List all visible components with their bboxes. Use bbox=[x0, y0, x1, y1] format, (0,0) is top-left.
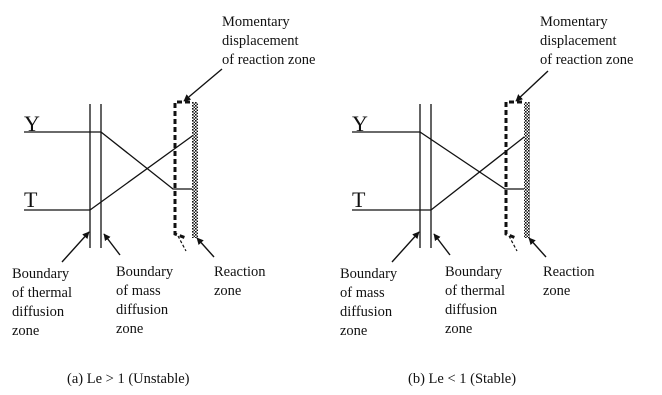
thermal-boundary-label: Boundary of thermal diffusion zone bbox=[445, 264, 509, 337]
momentary-displacement-label: Momentary displacement of reaction zone bbox=[222, 14, 315, 68]
panel-a: Momentary displacement of reaction zone … bbox=[12, 14, 315, 387]
caption-b: (b) Le < 1 (Stable) bbox=[408, 371, 516, 387]
reaction-zone-label: Reaction zone bbox=[543, 264, 598, 299]
mass-boundary-label: Boundary of mass diffusion zone bbox=[116, 264, 177, 337]
momentary-displacement-arrow bbox=[515, 70, 549, 102]
mass-boundary-arrow bbox=[103, 233, 121, 256]
reaction-zone bbox=[524, 102, 530, 238]
t-profile bbox=[352, 133, 529, 211]
caption-a: (a) Le > 1 (Unstable) bbox=[67, 371, 190, 387]
mass-boundary-label: Boundary of mass diffusion zone bbox=[340, 266, 401, 339]
reaction-zone-arrow bbox=[528, 237, 547, 258]
panel-b: Momentary displacement of reaction zone … bbox=[340, 14, 633, 387]
temperature-label: T bbox=[24, 187, 38, 212]
displacement-pointer bbox=[177, 235, 187, 252]
species-concentration-label: Y bbox=[352, 111, 368, 136]
thermal-boundary-arrow bbox=[433, 233, 451, 256]
mass-boundary-arrow bbox=[391, 231, 420, 263]
y-profile bbox=[352, 131, 528, 190]
thermal-boundary-label: Boundary of thermal diffusion zone bbox=[12, 266, 76, 339]
thermal-boundary-arrow bbox=[61, 231, 90, 263]
momentary-displacement-label: Momentary displacement of reaction zone bbox=[540, 14, 633, 68]
species-concentration-label: Y bbox=[24, 111, 40, 136]
reaction-zone-arrow bbox=[196, 237, 215, 258]
t-profile bbox=[24, 133, 196, 211]
displaced-reaction-zone bbox=[173, 100, 190, 240]
displaced-reaction-zone bbox=[504, 100, 522, 240]
momentary-displacement-arrow bbox=[183, 68, 223, 102]
reaction-zone bbox=[192, 102, 198, 238]
temperature-label: T bbox=[352, 187, 366, 212]
reaction-zone-label: Reaction zone bbox=[214, 264, 269, 299]
displacement-pointer bbox=[508, 235, 518, 252]
y-profile bbox=[24, 131, 195, 190]
